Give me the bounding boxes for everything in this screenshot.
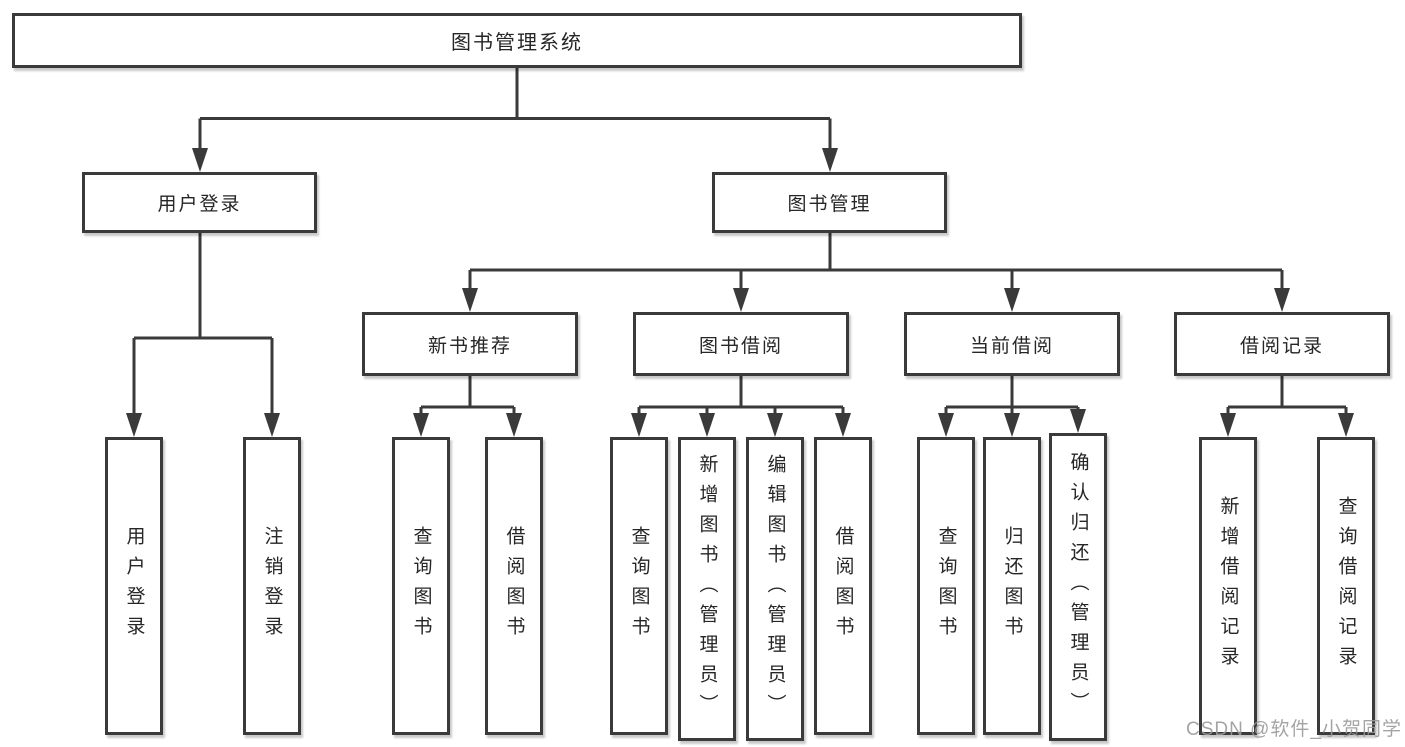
leaf-query-book: 查询图书 — [917, 437, 975, 735]
node-label: 当前借阅 — [969, 335, 1054, 357]
arrowhead — [413, 413, 429, 437]
leaf-confirm-return-admin: 确认归还（管理员） — [1049, 433, 1107, 741]
arrowhead — [192, 148, 208, 172]
node-label: 图书借阅 — [698, 335, 783, 357]
arrowhead — [1004, 288, 1020, 312]
arrowhead — [1338, 413, 1354, 437]
csdn-watermark: CSDN @软件_小贺同学 — [1186, 719, 1402, 740]
arrowhead — [1004, 413, 1020, 437]
arrowhead — [733, 288, 749, 312]
node-book-borrow: 图书借阅 — [633, 312, 849, 376]
leaf-label: 新增图书（管理员） — [696, 454, 718, 724]
leaf-logout: 注销登录 — [243, 437, 301, 735]
leaf-add-book-admin: 新增图书（管理员） — [678, 437, 736, 741]
node-label: 借阅记录 — [1239, 335, 1324, 357]
leaf-query-book: 查询图书 — [392, 437, 450, 735]
node-new-book-recommend: 新书推荐 — [362, 312, 578, 376]
leaf-label: 新增借阅记录 — [1217, 496, 1239, 676]
leaf-label: 查询图书 — [410, 526, 432, 646]
leaf-query-borrow-record: 查询借阅记录 — [1317, 437, 1375, 735]
arrowhead — [767, 413, 783, 437]
node-current-borrow: 当前借阅 — [904, 312, 1120, 376]
leaf-label: 查询借阅记录 — [1335, 496, 1357, 676]
leaf-edit-book-admin: 编辑图书（管理员） — [746, 437, 804, 741]
arrowhead — [1274, 288, 1290, 312]
arrowhead — [938, 413, 954, 437]
node-user-login: 用户登录 — [82, 172, 317, 233]
leaf-label: 借阅图书 — [832, 526, 854, 646]
arrowhead — [264, 413, 280, 437]
leaf-label: 注销登录 — [261, 526, 283, 646]
arrowhead — [126, 413, 142, 437]
leaf-borrow-book: 借阅图书 — [814, 437, 872, 735]
arrowhead — [1220, 413, 1236, 437]
leaf-return-book: 归还图书 — [983, 437, 1041, 735]
leaf-add-borrow-record: 新增借阅记录 — [1199, 437, 1257, 735]
node-label: 新书推荐 — [427, 335, 512, 357]
node-label: 用户登录 — [157, 194, 242, 215]
node-label: 图书管理 — [787, 194, 872, 215]
arrowhead — [506, 413, 522, 437]
node-book-management: 图书管理 — [712, 172, 947, 233]
arrowhead — [462, 288, 478, 312]
node-root: 图书管理系统 — [12, 13, 1022, 68]
arrowhead — [822, 148, 838, 172]
leaf-label: 用户登录 — [123, 526, 145, 646]
arrowhead — [631, 413, 647, 437]
node-root-label: 图书管理系统 — [451, 32, 583, 54]
arrowhead — [699, 413, 715, 437]
node-borrow-records: 借阅记录 — [1174, 312, 1390, 376]
arrowhead — [835, 413, 851, 437]
arrowhead — [1070, 409, 1086, 433]
leaf-query-book: 查询图书 — [610, 437, 668, 735]
leaf-label: 借阅图书 — [503, 526, 525, 646]
leaf-label: 查询图书 — [628, 526, 650, 646]
leaf-label: 归还图书 — [1001, 526, 1023, 646]
leaf-label: 确认归还（管理员） — [1067, 452, 1089, 722]
leaf-borrow-book: 借阅图书 — [485, 437, 543, 735]
leaf-user-login: 用户登录 — [105, 437, 163, 735]
leaf-label: 查询图书 — [935, 526, 957, 646]
leaf-label: 编辑图书（管理员） — [764, 454, 786, 724]
